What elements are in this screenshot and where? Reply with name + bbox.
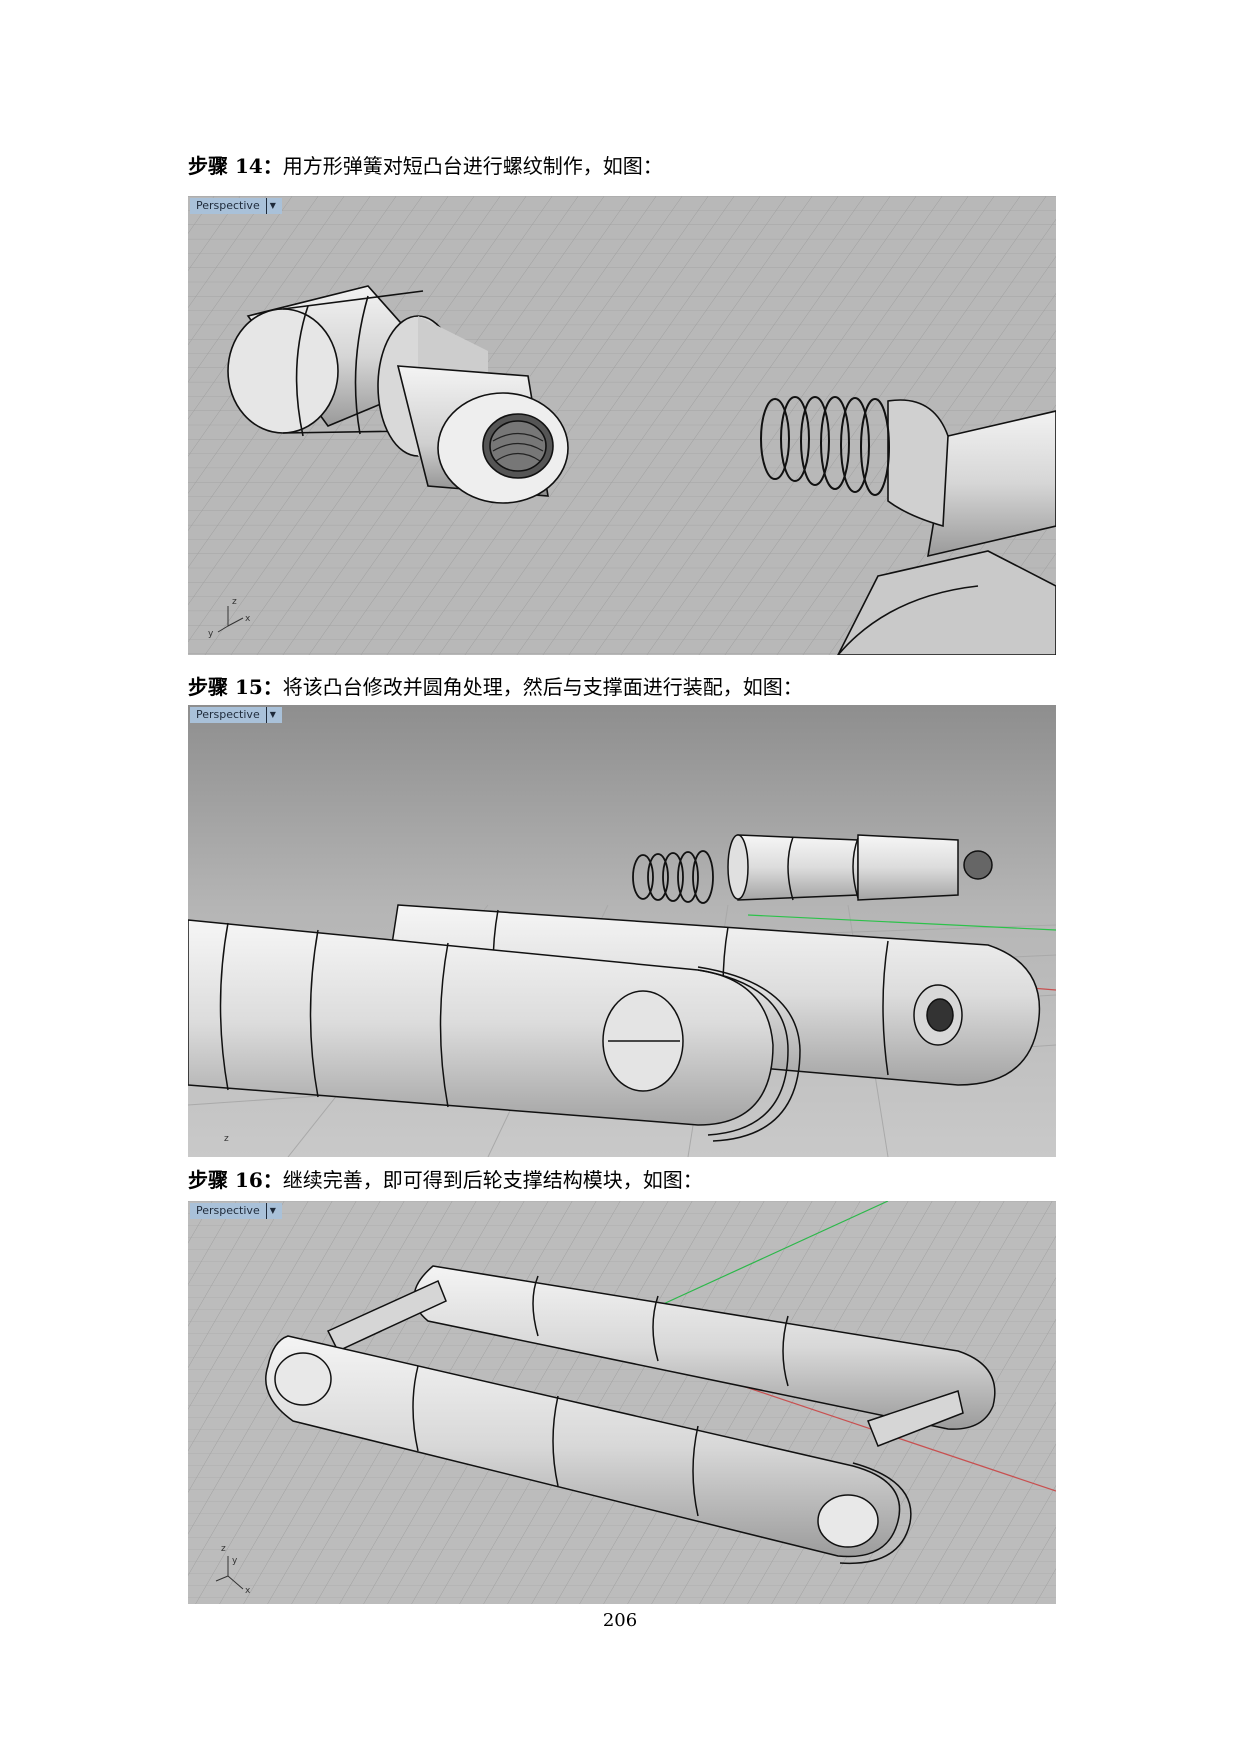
svg-text:y: y (232, 1556, 238, 1566)
viewport-label-button[interactable]: Perspective ▼ (190, 1203, 282, 1219)
render-thread-parts: z x y (188, 196, 1056, 655)
viewport-name: Perspective (196, 1204, 260, 1217)
viewport-name: Perspective (196, 199, 260, 212)
step-14-caption: 步骤 14：用方形弹簧对短凸台进行螺纹制作，如图： (188, 152, 663, 180)
render-boss-assembly: z (188, 705, 1056, 1157)
viewport-step-14[interactable]: z x y Perspective ▼ (188, 196, 1056, 655)
step-16-text: 继续完善，即可得到后轮支撑结构模块，如图： (282, 1168, 703, 1192)
svg-text:z: z (221, 1544, 226, 1554)
axis-icon (217, 606, 244, 633)
dropdown-arrow-icon[interactable]: ▼ (265, 707, 276, 723)
step-14-label: 步骤 14： (188, 154, 283, 178)
viewport-name: Perspective (196, 708, 260, 721)
svg-text:z: z (232, 597, 237, 607)
step-16-caption: 步骤 16：继续完善，即可得到后轮支撑结构模块，如图： (188, 1166, 703, 1194)
svg-text:y: y (208, 629, 214, 639)
step-15-text: 将该凸台修改并圆角处理，然后与支撑面进行装配，如图： (282, 675, 803, 699)
step-14-text: 用方形弹簧对短凸台进行螺纹制作，如图： (282, 154, 663, 178)
svg-text:x: x (245, 1586, 251, 1596)
dropdown-arrow-icon[interactable]: ▼ (265, 198, 276, 214)
viewport-label-button[interactable]: Perspective ▼ (190, 707, 282, 723)
viewport-label-button[interactable]: Perspective ▼ (190, 198, 282, 214)
viewport-step-15[interactable]: z Perspective ▼ (188, 705, 1056, 1157)
render-rear-wheel-support: z y x (188, 1201, 1056, 1604)
step-15-label: 步骤 15： (188, 675, 283, 699)
viewport-step-16[interactable]: z y x Perspective ▼ (188, 1201, 1056, 1604)
dropdown-arrow-icon[interactable]: ▼ (265, 1203, 276, 1219)
page-number: 206 (602, 1610, 638, 1631)
step-16-label: 步骤 16： (188, 1168, 283, 1192)
svg-text:x: x (245, 614, 251, 624)
axis-icon (215, 1556, 244, 1590)
step-15-caption: 步骤 15：将该凸台修改并圆角处理，然后与支撑面进行装配，如图： (188, 673, 803, 701)
axis-icon: z (224, 1134, 229, 1144)
